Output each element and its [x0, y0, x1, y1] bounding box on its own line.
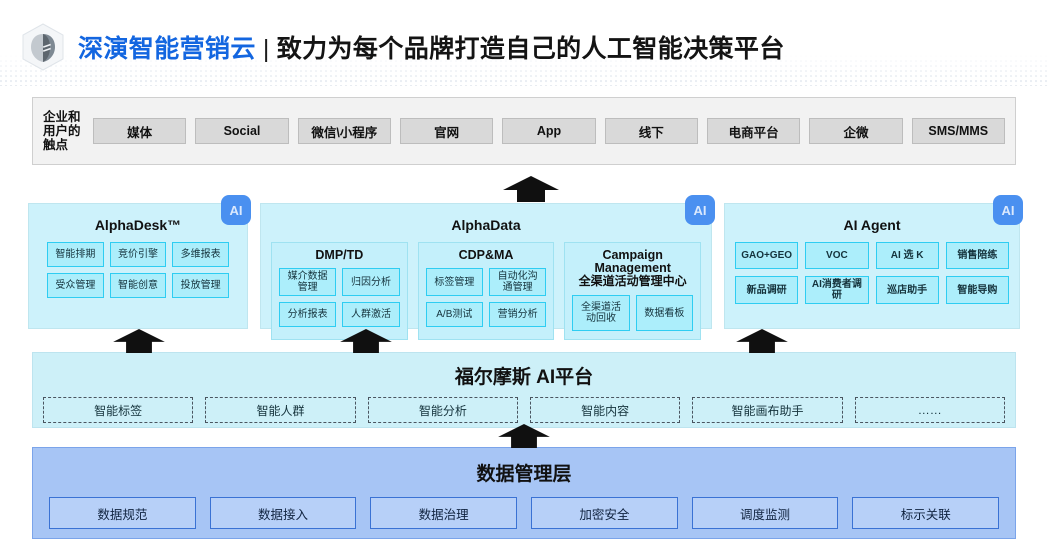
alphadata-group-cdp-ma[interactable]: CDP&MA 标签管理 自动化沟通管理 A/B测试 营销分析	[417, 242, 555, 340]
alphadesk-chip[interactable]: 智能排期	[47, 242, 104, 267]
alphadesk-chip[interactable]: 智能创意	[109, 273, 167, 298]
title-separator: |	[262, 35, 270, 63]
group-title: Campaign Management 全渠道活动管理中心	[572, 249, 693, 288]
ai-badge-icon: AI	[685, 195, 715, 225]
hexagon-cube-logo-icon	[22, 23, 64, 71]
up-arrow-icon	[498, 424, 550, 448]
ai-agent-chip[interactable]: 智能导购	[945, 276, 1009, 304]
ai-agent-chip[interactable]: 新品调研	[735, 276, 799, 304]
data-management-chip[interactable]: 数据接入	[209, 497, 357, 529]
product-layer: AI AlphaDesk™ 智能排期 竞价引擎 多维报表 受众管理 智能创意 投…	[28, 195, 1023, 340]
ai-agent-chip[interactable]: VOC	[805, 242, 869, 269]
touchpoint-item[interactable]: 线下	[604, 118, 698, 144]
alphadata-chip[interactable]: 营销分析	[489, 302, 547, 327]
ai-badge-icon: AI	[993, 195, 1023, 225]
alphadata-chip[interactable]: 归因分析	[342, 268, 400, 296]
alphadesk-chip[interactable]: 多维报表	[172, 242, 229, 267]
platform-chip[interactable]: 智能分析	[367, 397, 518, 423]
alphadesk-chip[interactable]: 竞价引擎	[109, 242, 167, 267]
group-title: CDP&MA	[458, 248, 514, 262]
alphadata-chip[interactable]: A/B测试	[425, 302, 483, 327]
data-management-chip[interactable]: 调度监测	[691, 497, 839, 529]
data-management-items: 数据规范 数据接入 数据治理 加密安全 调度监测 标示关联	[33, 486, 1015, 538]
alphadesk-chip[interactable]: 受众管理	[47, 273, 104, 298]
touchpoint-item[interactable]: App	[502, 118, 596, 144]
page-header: 深演智能营销云 | 致力为每个品牌打造自己的人工智能决策平台	[20, 22, 785, 72]
platform-items: 智能标签 智能人群 智能分析 智能内容 智能画布助手 ……	[33, 389, 1015, 427]
ai-agent-chip[interactable]: GAO+GEO	[735, 242, 799, 269]
ai-agent-chip-grid: GAO+GEO VOC AI 选 K 销售陪练 新品调研 AI消费者调研 巡店助…	[735, 242, 1009, 304]
alphadata-chip[interactable]: 人群激活	[342, 302, 400, 327]
alphadata-chip[interactable]: 媒介数据管理	[279, 268, 337, 296]
alphadata-chip[interactable]: 全渠道活动回收	[572, 295, 630, 331]
alphadata-groups: DMP/TD 媒介数据管理 归因分析 分析报表 人群激活 CDP&MA 标签管理…	[271, 242, 702, 340]
alphadata-chip[interactable]: 分析报表	[279, 302, 337, 327]
up-arrow-icon	[736, 329, 788, 353]
alphadesk-chip[interactable]: 投放管理	[172, 273, 229, 298]
up-arrow-icon	[340, 329, 392, 353]
alphadata-chip[interactable]: 数据看板	[635, 295, 694, 331]
alphadata-chip[interactable]: 自动化沟通管理	[489, 268, 547, 296]
touchpoints-list: 媒体 Social 微信\小程序 官网 App 线下 电商平台 企微 SMS/M…	[89, 118, 1015, 144]
data-management-chip[interactable]: 数据规范	[49, 497, 196, 529]
group-chip-grid: 媒介数据管理 归因分析 分析报表 人群激活	[279, 268, 400, 327]
platform-chip[interactable]: 智能标签	[43, 397, 194, 423]
data-management-layer: 数据管理层 数据规范 数据接入 数据治理 加密安全 调度监测 标示关联	[32, 447, 1016, 539]
ai-badge-icon: AI	[221, 195, 251, 225]
touchpoint-item[interactable]: 官网	[399, 118, 494, 144]
ai-agent-chip[interactable]: AI 选 K	[875, 242, 939, 269]
platform-chip[interactable]: 智能内容	[529, 397, 681, 423]
alphadata-chip[interactable]: 标签管理	[425, 268, 483, 296]
data-management-chip[interactable]: 数据治理	[370, 497, 518, 529]
ai-agent-chip[interactable]: 销售陪练	[945, 242, 1009, 269]
group-title-en: Campaign Management	[594, 248, 671, 275]
alphadata-group-dmp-td[interactable]: DMP/TD 媒介数据管理 归因分析 分析报表 人群激活	[271, 242, 408, 340]
group-title-cn: 全渠道活动管理中心	[578, 274, 687, 288]
title-subtitle: 致力为每个品牌打造自己的人工智能决策平台	[276, 35, 785, 63]
group-chip-grid: 标签管理 自动化沟通管理 A/B测试 营销分析	[425, 268, 547, 327]
group-title: DMP/TD	[315, 248, 364, 262]
touchpoint-item[interactable]: 微信\小程序	[297, 118, 391, 144]
product-card-alphadata[interactable]: AI AlphaData DMP/TD 媒介数据管理 归因分析 分析报表 人群激…	[260, 195, 715, 340]
touchpoints-band: 企业和用户的触点 媒体 Social 微信\小程序 官网 App 线下 电商平台…	[32, 97, 1016, 165]
up-arrow-icon	[503, 176, 559, 202]
ai-agent-title: AI Agent	[843, 217, 901, 233]
page-title: 深演智能营销云 | 致力为每个品牌打造自己的人工智能决策平台	[78, 29, 785, 65]
touchpoint-item[interactable]: 电商平台	[706, 118, 801, 144]
up-arrow-icon	[113, 329, 165, 353]
product-card-alphadesk[interactable]: AI AlphaDesk™ 智能排期 竞价引擎 多维报表 受众管理 智能创意 投…	[28, 195, 251, 329]
alphadesk-chip-grid: 智能排期 竞价引擎 多维报表 受众管理 智能创意 投放管理	[47, 242, 229, 298]
ai-agent-chip[interactable]: 巡店助手	[875, 276, 939, 304]
data-management-title: 数据管理层	[476, 464, 572, 485]
platform-layer: 福尔摩斯 AI平台 智能标签 智能人群 智能分析 智能内容 智能画布助手 ……	[32, 352, 1016, 428]
touchpoints-label: 企业和用户的触点	[43, 110, 81, 152]
alphadesk-title: AlphaDesk™	[94, 217, 182, 233]
alphadata-title: AlphaData	[451, 217, 521, 233]
group-chip-grid: 全渠道活动回收 数据看板	[572, 295, 694, 331]
platform-chip[interactable]: ……	[854, 397, 1005, 423]
touchpoint-item[interactable]: Social	[195, 118, 289, 144]
platform-chip[interactable]: 智能画布助手	[692, 397, 843, 423]
platform-title: 福尔摩斯 AI平台	[454, 367, 594, 388]
alphadata-group-campaign-management[interactable]: Campaign Management 全渠道活动管理中心 全渠道活动回收 数据…	[564, 242, 702, 340]
ai-agent-chip[interactable]: AI消费者调研	[805, 276, 869, 304]
brand-name: 深演智能营销云	[78, 35, 256, 63]
data-management-chip[interactable]: 加密安全	[531, 497, 678, 529]
touchpoint-item[interactable]: 媒体	[93, 118, 187, 144]
product-card-ai-agent[interactable]: AI AI Agent GAO+GEO VOC AI 选 K 销售陪练 新品调研…	[724, 195, 1023, 329]
touchpoint-item[interactable]: SMS/MMS	[911, 118, 1005, 144]
touchpoint-item[interactable]: 企微	[809, 118, 903, 144]
platform-chip[interactable]: 智能人群	[205, 397, 356, 423]
data-management-chip[interactable]: 标示关联	[852, 497, 1000, 529]
